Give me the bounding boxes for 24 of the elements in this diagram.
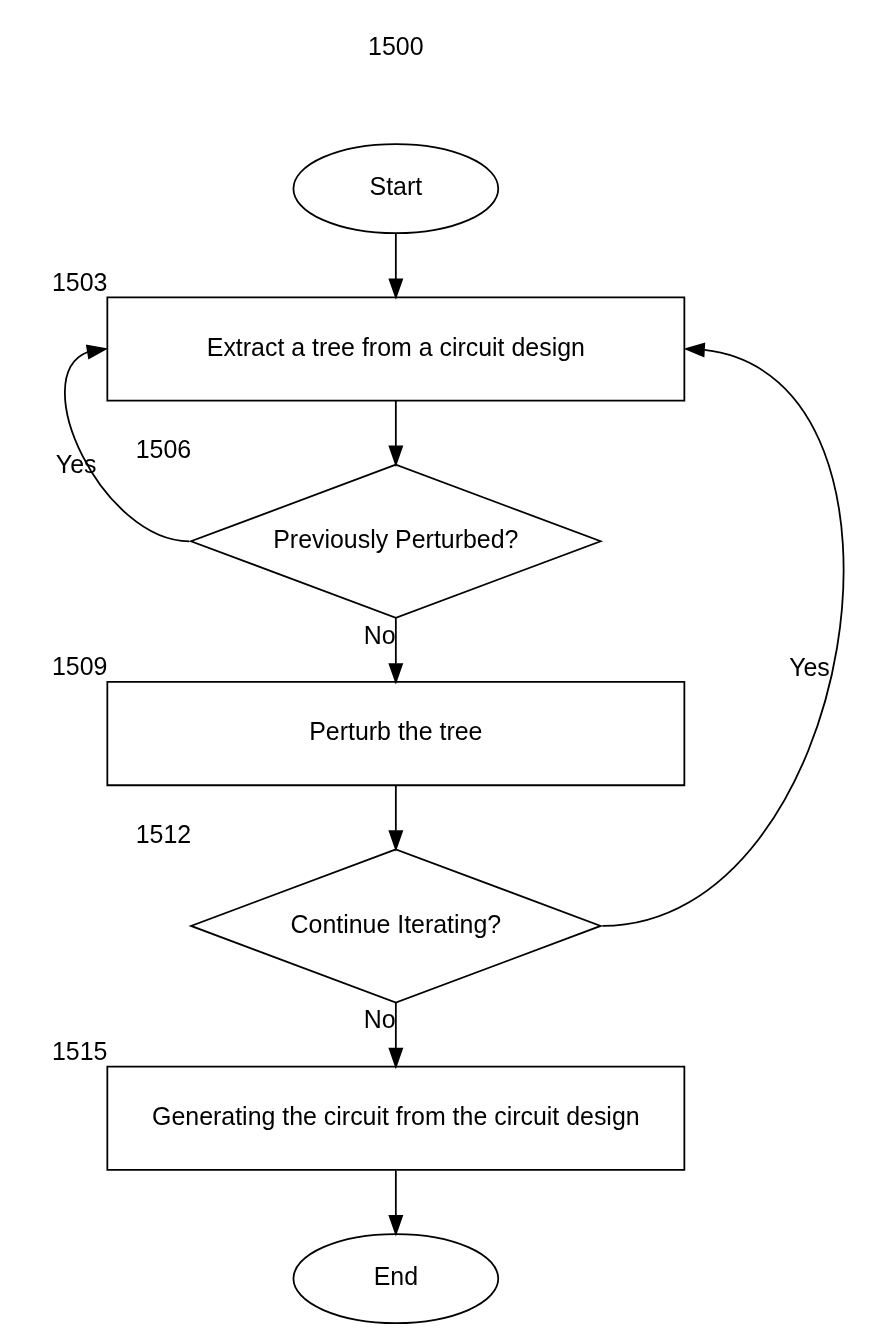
arrow (388, 617, 404, 685)
arrow (601, 342, 845, 927)
arrow (388, 232, 404, 300)
node-ellipse: End (292, 1233, 500, 1324)
node-label: 1509 (52, 652, 108, 681)
node-label: 1515 (52, 1036, 108, 1065)
node-box: Extract a tree from a circuit design (106, 296, 686, 402)
node-label: 1506 (135, 434, 192, 463)
arrow (388, 1169, 404, 1237)
edge-label: No (363, 620, 396, 649)
arrow (388, 784, 404, 852)
edge-label: Yes (789, 652, 830, 681)
node-ellipse: Start (292, 143, 500, 235)
edge-label: No (363, 1005, 396, 1034)
arrow (64, 344, 191, 543)
node-box: Generating the circuit from the circuit design (106, 1065, 686, 1171)
arrow (388, 399, 404, 467)
node-diamond: Previously Perturbed? (188, 463, 604, 619)
node-label: 1512 (135, 819, 192, 848)
node-box: Perturb the tree (106, 681, 686, 787)
label: 1500 (368, 31, 424, 60)
node-diamond: Continue Iterating? (188, 848, 604, 1004)
node-label: 1503 (52, 267, 108, 296)
arrow (388, 1002, 404, 1070)
